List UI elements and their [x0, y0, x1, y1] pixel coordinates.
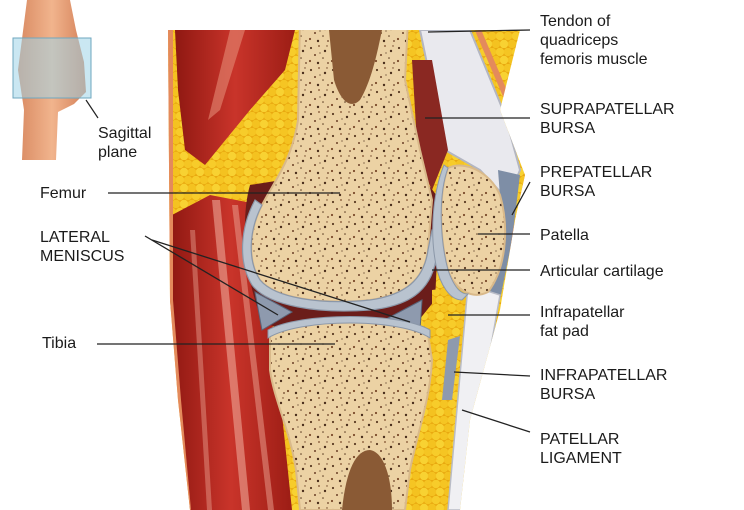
label-prepatellar-bursa: PREPATELLAR BURSA	[540, 163, 652, 201]
label-fatpad-line1: Infrapatellar	[540, 303, 625, 322]
label-suprapatellar-line2: BURSA	[540, 119, 675, 138]
label-tendon-line1: Tendon of	[540, 12, 648, 31]
leader-patellar-ligament	[462, 410, 530, 432]
inset-sagittal-plane	[13, 38, 91, 98]
label-tendon-line2: quadriceps	[540, 31, 648, 50]
label-prepatellar-line1: PREPATELLAR	[540, 163, 652, 182]
label-infrapatellar-fat-pad: Infrapatellar fat pad	[540, 303, 625, 341]
label-prepatellar-line2: BURSA	[540, 182, 652, 201]
inset-leader	[86, 100, 98, 118]
label-sagittal-line2: plane	[98, 143, 151, 162]
label-femur: Femur	[40, 184, 86, 203]
label-suprapatellar-line1: SUPRAPATELLAR	[540, 100, 675, 119]
label-articular-text: Articular cartilage	[540, 262, 664, 281]
label-tibia-text: Tibia	[42, 334, 76, 353]
label-fatpad-line2: fat pad	[540, 322, 625, 341]
label-infrapatellar-bursa: INFRAPATELLAR BURSA	[540, 366, 667, 404]
label-lateral-meniscus: LATERAL MENISCUS	[40, 228, 124, 266]
label-patella: Patella	[540, 226, 589, 245]
label-suprapatellar-bursa: SUPRAPATELLAR BURSA	[540, 100, 675, 138]
knee-section	[160, 20, 540, 510]
label-lateral-meniscus-line2: MENISCUS	[40, 247, 124, 266]
label-infrapatellar-bursa-line1: INFRAPATELLAR	[540, 366, 667, 385]
label-patellar-ligament: PATELLAR LIGAMENT	[540, 430, 622, 468]
label-sagittal-plane: Sagittal plane	[98, 124, 151, 162]
label-tendon-quadriceps: Tendon of quadriceps femoris muscle	[540, 12, 648, 69]
sagittal-inset	[13, 0, 98, 160]
label-lateral-meniscus-line1: LATERAL	[40, 228, 124, 247]
label-sagittal-line1: Sagittal	[98, 124, 151, 143]
label-tendon-line3: femoris muscle	[540, 50, 648, 69]
label-femur-text: Femur	[40, 184, 86, 203]
label-patellar-ligament-line1: PATELLAR	[540, 430, 622, 449]
patella-bone	[441, 166, 505, 295]
label-patellar-ligament-line2: LIGAMENT	[540, 449, 622, 468]
label-articular-cartilage: Articular cartilage	[540, 262, 664, 281]
label-infrapatellar-bursa-line2: BURSA	[540, 385, 667, 404]
label-patella-text: Patella	[540, 226, 589, 245]
label-tibia: Tibia	[42, 334, 76, 353]
